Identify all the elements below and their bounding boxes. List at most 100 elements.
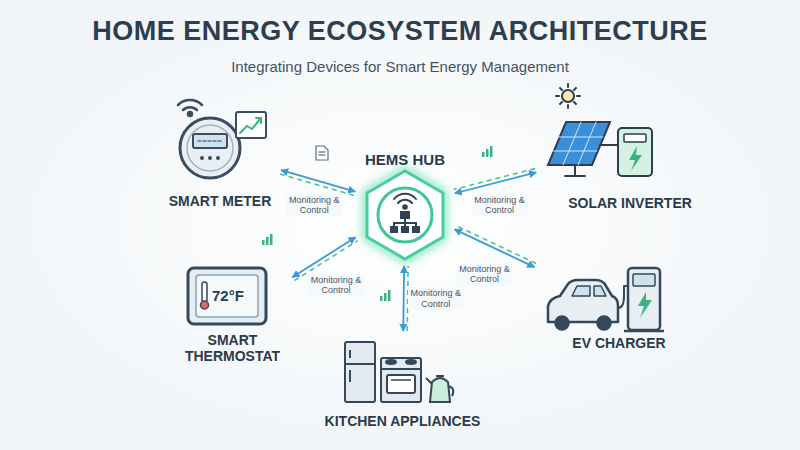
- signal-bars-icon-part: [380, 296, 383, 301]
- solar-icon-part: [600, 144, 618, 146]
- document-icon-part: [319, 154, 326, 155]
- device-label: SOLAR INVERTER: [566, 194, 694, 212]
- link-arrow: [455, 172, 536, 193]
- device-label: SMART THERMOSTAT: [176, 331, 289, 365]
- solar-icon-part: [565, 175, 585, 177]
- link-arrow: [402, 266, 405, 331]
- ev-charger-icon: [548, 268, 664, 331]
- hub-hexagon-part: [367, 171, 443, 259]
- kitchen-icon-part: [448, 386, 453, 396]
- kitchen-icon-part: [391, 379, 411, 381]
- meter-icon-part: [198, 140, 222, 142]
- kitchen-icon-part: [426, 378, 432, 384]
- solar-icon-part-part: [578, 122, 596, 165]
- solar-icon-part: [562, 90, 574, 102]
- meter-icon: [178, 100, 266, 178]
- hub-hexagon-part-part: [403, 205, 407, 209]
- device-label: SMART METER: [167, 192, 274, 210]
- kitchen-icon-part: [430, 378, 450, 402]
- diagram-subtitle: Integrating Devices for Smart Energy Man…: [0, 58, 800, 75]
- kitchen-icon-part: [387, 375, 415, 393]
- signal-bars-icon-part: [490, 146, 493, 157]
- device-label: KITCHEN APPLIANCES: [323, 412, 483, 430]
- link-arrow: [455, 229, 535, 267]
- ev-charger-icon-part: [548, 280, 618, 322]
- link-label: Monitoring & Control: [457, 263, 513, 286]
- connector-track: [456, 226, 536, 264]
- signal-bars-icon-part: [384, 293, 387, 301]
- thermostat-icon-part: [201, 301, 209, 309]
- kitchen-icon-part: [381, 358, 421, 402]
- meter-icon-part: [187, 125, 233, 171]
- meter-icon-part: [193, 134, 227, 148]
- connector-track: [280, 174, 354, 195]
- appliances-node: KITCHEN APPLIANCES: [321, 335, 484, 430]
- solar-icon-part-part: [563, 122, 581, 165]
- ev-charger-icon-part: [572, 286, 606, 296]
- solar-icon: [548, 84, 652, 176]
- ev-charger-node: EV CHARGER: [538, 262, 700, 352]
- thermostat-icon-part: [196, 275, 258, 317]
- link-label: Monitoring & Control: [286, 194, 342, 217]
- meter-icon-part: [240, 118, 261, 133]
- device-label: EV CHARGER: [570, 334, 667, 352]
- meter-icon-part: [200, 156, 204, 160]
- link-arrow: [281, 170, 355, 191]
- solar-icon-part: [618, 128, 652, 176]
- signal-bars-icon-part: [262, 240, 265, 245]
- meter-icon-part: [216, 156, 220, 160]
- kitchen-icon-part: [349, 350, 351, 358]
- ev-charger-icon-part: [633, 274, 655, 286]
- ev-charger-icon-part: [556, 317, 569, 330]
- meter-node: SMART METER: [163, 95, 278, 210]
- link-arrow: [292, 237, 355, 277]
- kitchen-icon-part: [436, 375, 444, 377]
- solar-icon-part: [629, 146, 642, 171]
- solar-icon-part-part: [558, 137, 603, 138]
- meter-icon-part: [236, 112, 266, 138]
- link-label: Monitoring & Control: [308, 274, 364, 297]
- signal-bars-icon-part: [388, 290, 391, 301]
- meter-icon-part: [208, 156, 212, 160]
- diagram-title: HOME ENERGY ECOSYSTEM ARCHITECTURE: [0, 16, 800, 47]
- thermostat-icon-part: [202, 282, 207, 302]
- link-label: Monitoring & Control: [408, 287, 464, 310]
- signal-bars-icon-part: [486, 149, 489, 157]
- solar-icon-part: [548, 122, 610, 165]
- kitchen-icon-part: [349, 370, 351, 382]
- hub-hexagon-part-part: [398, 200, 412, 203]
- ev-charger-icon-part: [628, 268, 660, 330]
- meter-icon-part: [180, 118, 240, 178]
- solar-icon-part: [560, 102, 562, 104]
- document-icon-part: [319, 151, 326, 152]
- solar-icon-part: [574, 165, 576, 176]
- hub-hexagon-part-part: [391, 227, 397, 232]
- kitchen-icon-part: [381, 368, 421, 370]
- kitchen-icon-part: [406, 360, 416, 364]
- ev-charger-icon-part: [618, 286, 628, 308]
- solar-icon-part: [577, 95, 580, 97]
- document-icon-part: [316, 146, 328, 160]
- device-label: HEMS HUB: [363, 150, 447, 169]
- meter-icon-part: [188, 112, 192, 116]
- meter-icon-part: [256, 118, 261, 123]
- hub-hexagon-part-part: [413, 227, 419, 232]
- solar-icon-part: [560, 88, 562, 90]
- connector-track: [454, 169, 535, 190]
- thermostat-icon-part: [188, 268, 266, 324]
- ev-charger-icon-part: [598, 317, 611, 330]
- meter-icon-part: [183, 107, 197, 110]
- solar-icon-part: [574, 88, 576, 90]
- hub-hexagon-part-part: [394, 194, 416, 199]
- kitchen-icon-part: [386, 360, 396, 364]
- kitchen-icon-part: [345, 342, 375, 402]
- thermostat-icon: [188, 268, 266, 324]
- meter-icon-part: [178, 100, 202, 105]
- ev-charger-icon-part: [638, 292, 652, 318]
- solar-icon-part-part: [552, 151, 597, 152]
- kitchen-icon-part: [345, 363, 375, 365]
- display-reading: 72°F: [212, 287, 244, 304]
- solar-icon-part: [624, 134, 646, 142]
